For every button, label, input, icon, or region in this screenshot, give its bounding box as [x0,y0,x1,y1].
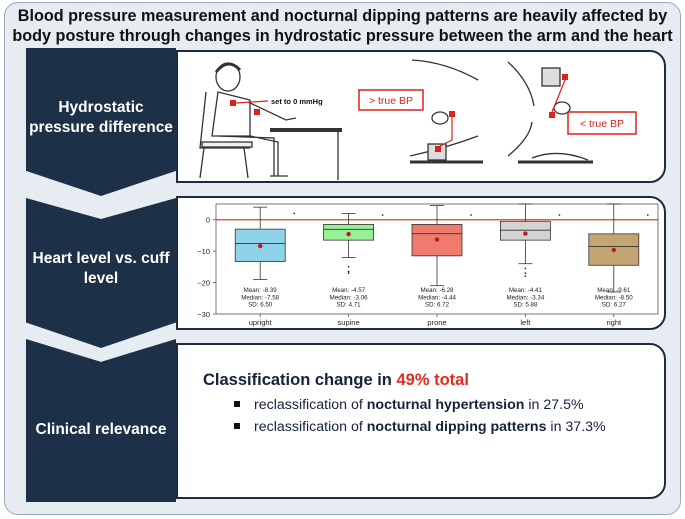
greater-bp-label: > true BP [369,95,413,107]
stat-label: SD: 5.88 [513,302,538,309]
clinical-panel: Classification change in 49% total recla… [176,343,666,499]
y-tick-label: −20 [197,279,210,288]
seated-person-figure [199,62,342,180]
marker-dot [558,214,561,216]
x-tick-label: supine [338,318,360,327]
stat-label: Mean: -9.61 [597,287,631,294]
outlier-point [347,270,350,273]
outlier-point [347,272,350,275]
classification-percent: 49% total [396,371,469,389]
cuff-marker-3 [562,74,568,80]
cuff-marker-2 [435,146,441,152]
y-tick-label: 0 [206,216,210,225]
marker-dot [381,214,384,216]
less-bp-box [567,111,637,135]
bullet-icon [234,401,240,408]
row-label-hydrostatic: Hydrostatic pressure difference [26,48,176,196]
headline: Blood pressure measurement and nocturnal… [12,7,673,45]
mean-marker [611,247,616,253]
outlier-point [524,272,527,275]
x-tick-label: prone [427,318,446,327]
arm-below-heart-figure [409,59,483,164]
stat-label: Median: -4.44 [418,294,456,301]
classification-title: Classification change in 49% total [203,371,469,389]
bullet-icon [234,423,240,430]
mean-marker [346,231,351,237]
stat-label: Median: -8.50 [595,294,633,301]
stat-label: SD: 6.72 [425,302,450,309]
box-upright [234,228,286,262]
y-tick-label: −10 [197,247,210,256]
arm-cuff-marker [254,109,260,115]
mean-marker [523,231,528,236]
x-tick-label: left [520,318,531,327]
x-tick-label: upright [249,318,273,327]
heart-marker-3 [549,112,555,118]
arm-above-heart-figure [507,61,593,164]
marker-dot [293,212,296,215]
bullet-nocturnal-hypertension: reclassification of nocturnal hypertensi… [234,397,584,413]
stat-label: Mean: -8.39 [244,287,278,294]
stat-label: Median: -3.06 [330,294,368,301]
stat-label: SD: 6.27 [602,302,627,309]
stat-label: Mean: -4.57 [332,287,366,294]
stat-label: SD: 6.50 [248,302,273,309]
stat-label: SD: 4.71 [337,302,362,309]
marker-dot [470,214,472,216]
outlier-point [347,265,350,268]
stat-label: Median: -3.34 [506,294,544,301]
heart-marker-2 [449,111,455,117]
outlier-point [524,267,527,270]
row-label-heart-level: Heart level vs. cuff level [26,198,176,348]
stat-label: Mean: -4.41 [509,287,543,294]
stat-label: Median: -7.58 [241,294,279,301]
mean-marker [258,243,263,249]
less-bp-label: < true BP [580,118,624,130]
bullet-dipping-patterns: reclassification of nocturnal dipping pa… [234,419,606,435]
box-left [499,220,551,241]
mean-marker [434,237,440,242]
hydrostatic-panel: set to 0 mmHg > true BP < true BP [176,50,666,183]
hydrostatic-illustration: set to 0 mmHg > true BP < true BP [199,59,637,180]
outlier-point [524,275,527,278]
greater-bp-box [358,89,424,111]
marker-dot [646,214,649,216]
heart-marker [230,100,236,106]
y-tick-label: −30 [197,310,210,319]
set-zero-label: set to 0 mmHg [271,97,323,106]
stat-label: Mean: -6.28 [420,287,454,294]
row-label-clinical: Clinical relevance [26,339,176,502]
x-tick-label: right [607,318,623,327]
